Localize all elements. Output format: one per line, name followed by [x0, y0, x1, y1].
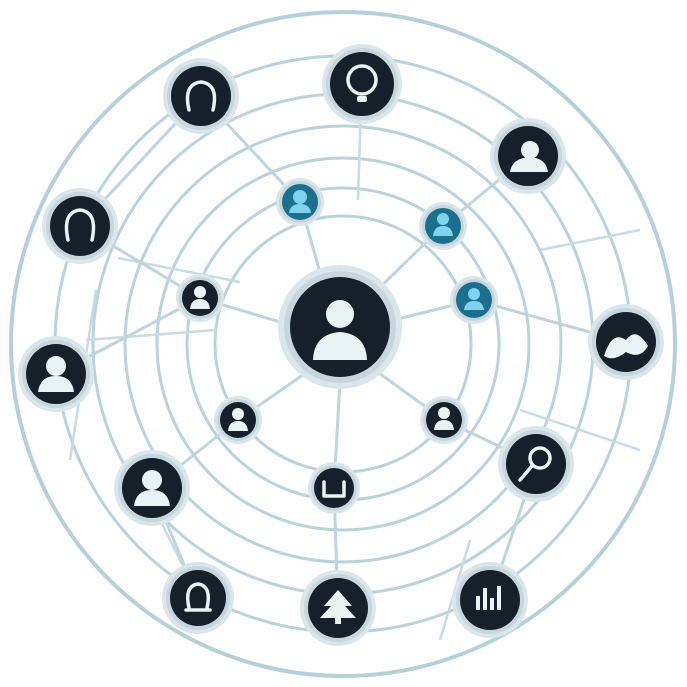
magnifier-icon [518, 446, 552, 482]
spoke [539, 228, 641, 252]
inner-node-1[interactable] [276, 178, 324, 226]
inner-node-6[interactable] [214, 396, 262, 444]
outer-node-7[interactable] [300, 570, 376, 646]
tree-icon [320, 590, 356, 624]
spoke [519, 408, 641, 452]
outer-node-11[interactable] [42, 188, 118, 264]
horseshoe-icon [64, 208, 96, 242]
person-icon [289, 190, 311, 213]
horseshoe-icon [185, 80, 217, 112]
inner-node-5[interactable] [308, 462, 360, 514]
person-icon [134, 470, 170, 506]
bar-chart-icon [476, 586, 501, 610]
spoke [85, 328, 217, 342]
folder-icon [322, 480, 346, 498]
inner-node-3[interactable] [450, 276, 498, 324]
outer-node-3[interactable] [490, 118, 566, 194]
outer-node-2[interactable] [322, 44, 402, 124]
outer-node-6[interactable] [452, 562, 528, 638]
outer-node-9[interactable] [114, 450, 190, 526]
ring-4 [123, 124, 563, 564]
outer-node-8[interactable] [162, 562, 234, 634]
ring-outer [9, 10, 677, 678]
person-icon [433, 213, 453, 236]
horseshoe-icon [184, 582, 212, 612]
person-icon [464, 288, 484, 310]
person-icon [228, 408, 248, 431]
outer-node-5[interactable] [498, 426, 574, 502]
person-icon [38, 356, 74, 392]
outer-node-1[interactable] [163, 58, 239, 134]
lightbulb-icon [346, 64, 378, 102]
ring-3 [155, 156, 531, 532]
person-icon [434, 407, 454, 430]
person-icon [313, 300, 367, 360]
person-icon [190, 286, 210, 309]
outer-node-4[interactable] [588, 304, 664, 380]
inner-node-7[interactable] [420, 396, 468, 444]
inner-node-4[interactable] [176, 274, 224, 322]
bird-icon [604, 334, 648, 359]
center-node[interactable] [278, 265, 402, 389]
inner-node-2[interactable] [419, 202, 467, 250]
outer-node-10[interactable] [18, 336, 94, 412]
person-icon [510, 141, 548, 172]
